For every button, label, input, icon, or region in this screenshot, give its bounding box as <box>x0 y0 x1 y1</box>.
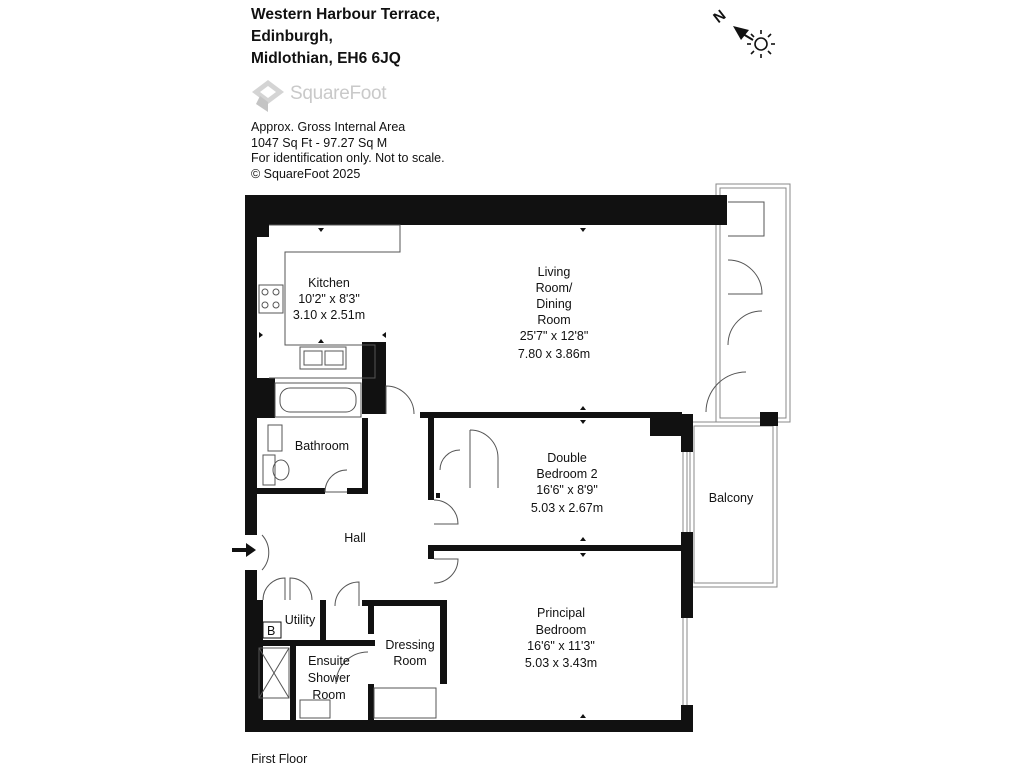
balcony-outline <box>689 183 791 588</box>
living-label-1: Living <box>538 265 571 279</box>
walls <box>245 195 778 732</box>
squarefoot-logo: SquareFoot <box>250 78 410 114</box>
area-heading: Approx. Gross Internal Area <box>251 120 406 134</box>
address-line-3: Midlothian, EH6 6JQ <box>251 50 401 67</box>
ensuite-label-2: Shower <box>308 671 350 685</box>
principal-bedroom-metric: 5.03 x 3.43m <box>525 656 597 670</box>
area-value: 1047 Sq Ft - 97.27 Sq M <box>251 135 388 150</box>
entrance-arrow-icon <box>232 543 256 557</box>
utility-label: Utility <box>285 613 316 627</box>
address-line-1: Western Harbour Terrace, <box>251 6 440 23</box>
boiler-label: B <box>267 624 275 638</box>
living-label-3: Dining <box>536 297 571 311</box>
kitchen-label: Kitchen <box>308 276 350 290</box>
hall-label: Hall <box>344 531 366 545</box>
north-arrow-icon <box>733 26 749 40</box>
bathroom-fittings <box>262 382 362 486</box>
sun-icon <box>747 30 775 58</box>
bathtub-icon <box>274 382 362 418</box>
principal-bedroom-imperial: 16'6" x 11'3" <box>527 639 595 653</box>
dressing-label-1: Dressing <box>385 638 434 652</box>
principal-bedroom-door <box>433 558 459 584</box>
kitchen-imperial: 10'2" x 8'3" <box>298 292 360 306</box>
ensuite-basin-icon <box>299 699 331 719</box>
bathroom-label: Bathroom <box>295 439 349 453</box>
squarefoot-logo-mark <box>252 80 284 112</box>
area-info: Approx. Gross Internal Area 1047 Sq Ft -… <box>251 120 445 182</box>
balcony-door-top <box>727 259 763 346</box>
copyright: © SquareFoot 2025 <box>251 166 361 181</box>
living-metric: 7.80 x 3.86m <box>518 347 590 361</box>
living-label-2: Room/ <box>536 281 573 295</box>
kitchen-metric: 3.10 x 2.51m <box>293 308 365 322</box>
utility-door-left <box>262 577 286 601</box>
doors <box>261 201 765 685</box>
balcony-cupboard <box>728 201 765 237</box>
living-imperial: 25'7" x 12'8" <box>520 329 589 343</box>
utility-door-right <box>289 577 313 601</box>
ensuite-label-1: Ensuite <box>308 654 350 668</box>
principal-bedroom-label-1: Principal <box>537 606 585 620</box>
wardrobe-doors <box>469 429 499 488</box>
ensuite-fittings <box>258 647 437 719</box>
balcony-label: Balcony <box>709 491 754 505</box>
bedroom2-door <box>433 499 459 525</box>
measurement-ticks <box>259 228 586 718</box>
windows <box>682 452 688 705</box>
address-line-2: Edinburgh, <box>251 28 333 45</box>
logo-text: SquareFoot <box>290 83 387 104</box>
bedroom2-label-1: Double <box>547 451 587 465</box>
bedroom2-imperial: 16'6" x 8'9" <box>536 483 598 497</box>
property-address: Western Harbour Terrace, Edinburgh, Midl… <box>251 4 440 70</box>
floor-label: First Floor <box>251 752 308 766</box>
ensuite-door <box>335 651 369 685</box>
balcony-door-bottom <box>705 371 747 413</box>
compass-rose: N <box>710 7 775 58</box>
scale-disclaimer: For identification only. Not to scale. <box>251 151 445 165</box>
toilet-icon <box>267 424 283 452</box>
boiler-box <box>262 621 282 639</box>
bedroom2-label-2: Bedroom 2 <box>536 467 597 481</box>
hall-living-door <box>385 385 415 415</box>
dressing-label-2: Room <box>393 654 426 668</box>
principal-bedroom-label-2: Bedroom <box>536 623 587 637</box>
cupboard-door <box>334 581 360 607</box>
entrance-door <box>261 534 270 571</box>
hob-icon <box>258 284 284 314</box>
kitchen-sink-icon <box>299 346 347 370</box>
kitchen-fittings <box>258 224 401 379</box>
bedroom2-metric: 5.03 x 2.67m <box>531 501 603 515</box>
bathroom-door <box>324 469 348 493</box>
living-label-4: Room <box>537 313 570 327</box>
washbasin-icon <box>262 454 276 486</box>
ensuite-label-3: Room <box>312 688 345 702</box>
dressing-rail <box>373 687 437 719</box>
shower-tray-icon <box>258 647 290 699</box>
wardrobe-door-small <box>439 449 461 471</box>
